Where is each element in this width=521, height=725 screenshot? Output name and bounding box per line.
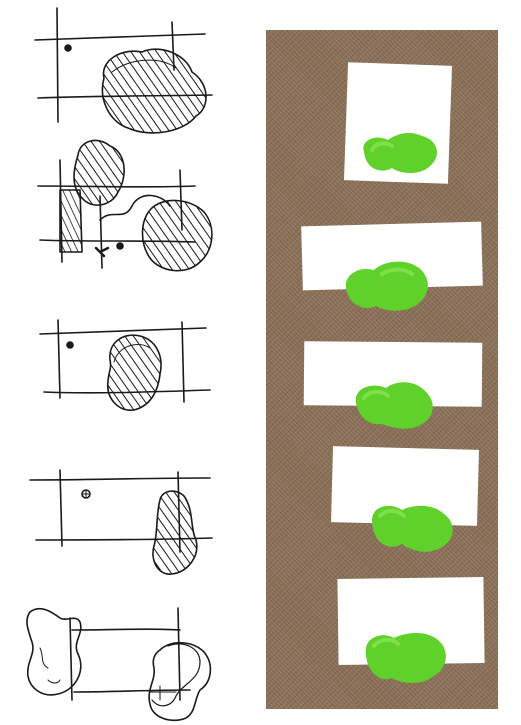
sketch-3: [40, 320, 210, 410]
green-blob-1: [358, 130, 442, 176]
sketch-1: [35, 8, 212, 133]
sketch-column: [0, 0, 240, 725]
green-blob-3: [352, 376, 438, 432]
sketch-5: [27, 608, 210, 720]
sketch-2: [38, 140, 212, 270]
green-blob-4: [368, 498, 458, 554]
sketch-4: [30, 470, 212, 574]
model-board: [266, 30, 498, 709]
green-blob-5: [362, 628, 450, 686]
green-blob-2: [342, 258, 434, 314]
